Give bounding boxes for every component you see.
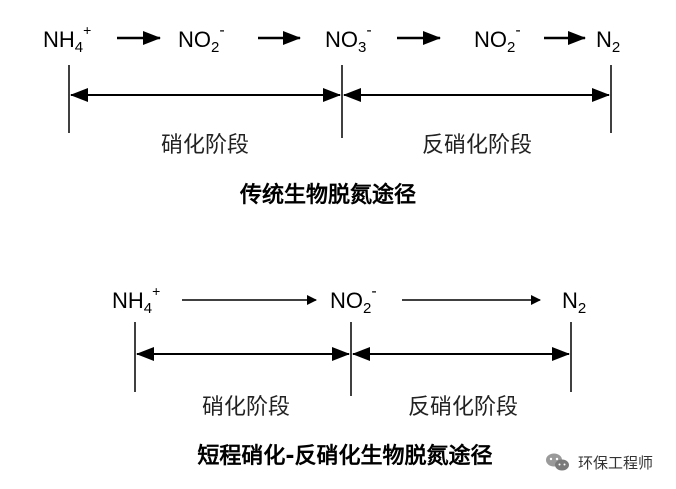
shortcut-nitrification-stage-label: 硝化阶段 bbox=[202, 395, 290, 420]
watermark: 环保工程师 bbox=[546, 453, 653, 472]
shortcut-denitrification-stage-label: 反硝化阶段 bbox=[408, 395, 518, 420]
denitrification-stage-label: 反硝化阶段 bbox=[422, 133, 532, 158]
wechat-icon bbox=[546, 453, 569, 471]
species-no2-second: NO2- bbox=[474, 22, 521, 56]
species-no2: NO2- bbox=[178, 22, 225, 56]
species-nh4: NH4+ bbox=[43, 22, 91, 56]
nitrification-stage-label: 硝化阶段 bbox=[161, 133, 249, 158]
shortcut-species-no2: NO2- bbox=[330, 283, 377, 317]
shortcut-caption: 短程硝化-反硝化生物脱氮途径 bbox=[197, 443, 492, 469]
shortcut-species-nh4: NH4+ bbox=[112, 283, 160, 317]
species-n2: N2 bbox=[596, 27, 620, 56]
species-no3: NO3- bbox=[325, 22, 372, 56]
traditional-pathway: NH4+ NO2- NO3- NO2- N2 硝化阶段 反硝化阶段 传统生物脱氮… bbox=[43, 22, 620, 208]
shortcut-species-n2: N2 bbox=[562, 288, 586, 317]
watermark-text: 环保工程师 bbox=[578, 454, 653, 472]
shortcut-pathway: NH4+ NO2- N2 硝化阶段 反硝化阶段 短程硝化-反硝化生物脱氮途径 bbox=[112, 283, 586, 469]
traditional-caption: 传统生物脱氮途径 bbox=[239, 182, 416, 208]
